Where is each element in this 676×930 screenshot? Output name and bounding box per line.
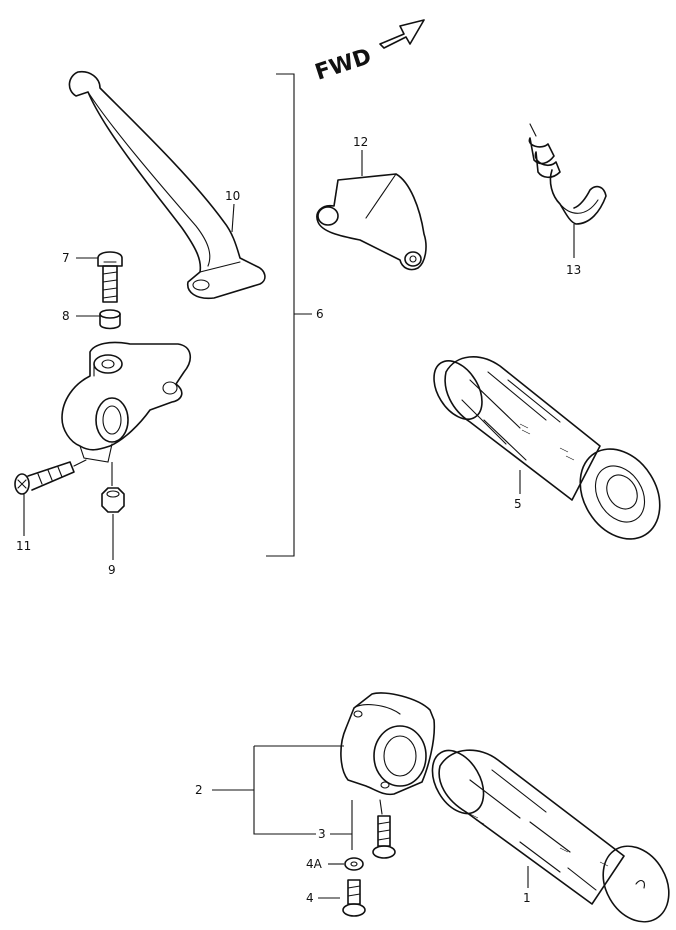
label-9: 9 bbox=[108, 563, 116, 577]
screw-part-11: 11 bbox=[14, 459, 87, 553]
lever-holder bbox=[61, 341, 191, 463]
collar-part-8: 8 bbox=[62, 309, 121, 330]
grip-part-5: 5 bbox=[433, 356, 661, 540]
label-1: 1 bbox=[523, 891, 531, 905]
label-12: 12 bbox=[353, 135, 368, 149]
label-5: 5 bbox=[514, 497, 522, 511]
holder-part-2: 2 bbox=[195, 692, 436, 835]
fwd-arrow-icon bbox=[379, 19, 425, 49]
label-3: 3 bbox=[318, 827, 326, 841]
label-7: 7 bbox=[62, 251, 70, 265]
label-6: 6 bbox=[316, 307, 324, 321]
label-4: 4 bbox=[306, 891, 314, 905]
fwd-label: FWD bbox=[312, 44, 374, 86]
label-4a: 4A bbox=[306, 857, 323, 871]
label-8: 8 bbox=[62, 309, 70, 323]
washer-part-4a: 4A bbox=[306, 857, 364, 871]
switch-part-12: 12 bbox=[316, 135, 427, 271]
label-11: 11 bbox=[16, 539, 31, 553]
fwd-indicator: FWD bbox=[312, 19, 425, 86]
label-13: 13 bbox=[566, 263, 581, 277]
bolt-part-3: 3 bbox=[318, 799, 396, 859]
screw-part-7: 7 bbox=[62, 251, 123, 303]
grip-part-1: 1 bbox=[431, 749, 670, 923]
label-2: 2 bbox=[195, 783, 203, 797]
lever-part-10: 10 bbox=[68, 70, 266, 300]
switch-wire-part-13: 13 bbox=[528, 123, 607, 277]
screw-part-4: 4 bbox=[306, 879, 366, 917]
label-10: 10 bbox=[225, 189, 240, 203]
group-6-bracket: 6 bbox=[266, 73, 324, 557]
nut-part-9: 9 bbox=[101, 462, 125, 577]
